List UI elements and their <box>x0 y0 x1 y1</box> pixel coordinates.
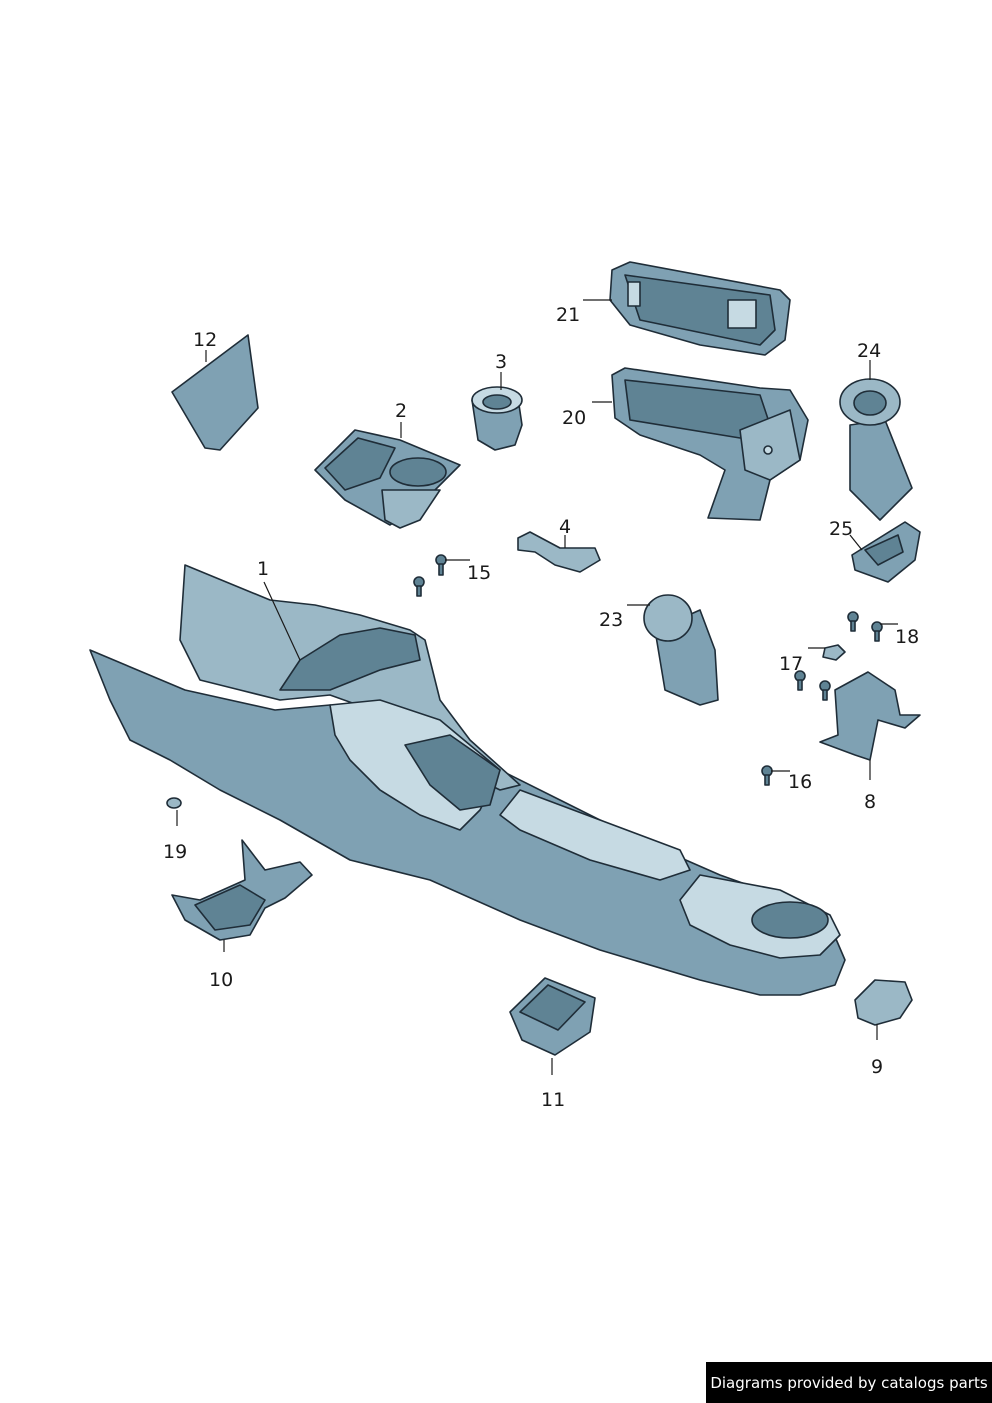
callout-18: 18 <box>895 626 920 648</box>
callout-8: 8 <box>864 791 877 813</box>
part-19-plug <box>166 797 182 809</box>
screw-17a <box>794 670 806 691</box>
callout-9: 9 <box>871 1056 884 1078</box>
callout-24: 24 <box>857 340 882 362</box>
callout-4: 4 <box>559 516 572 538</box>
part-20-armrest-base <box>611 367 809 521</box>
screw-15a <box>435 554 447 576</box>
part-1-center-console <box>89 564 846 996</box>
callout-25: 25 <box>829 518 854 540</box>
screw-17b <box>819 680 831 701</box>
callout-16: 16 <box>788 771 813 793</box>
leader-lines <box>176 299 898 1075</box>
part-23-knob-holder <box>643 594 719 706</box>
part-8-support-bracket <box>819 671 921 761</box>
callout-23: 23 <box>599 609 624 631</box>
watermark-banner: Diagrams provided by catalogs parts <box>706 1362 992 1403</box>
callout-12: 12 <box>193 329 218 351</box>
screw-15b <box>413 576 425 597</box>
callout-17: 17 <box>779 653 804 675</box>
callout-20: 20 <box>562 407 587 429</box>
callout-11: 11 <box>541 1089 566 1111</box>
part-3-cup-insert <box>471 386 523 451</box>
callout-2: 2 <box>395 400 408 422</box>
part-24-holder <box>839 378 913 521</box>
callout-1: 1 <box>257 558 270 580</box>
part-21-armrest-top <box>609 261 791 356</box>
part-11-storage-box <box>509 977 596 1056</box>
callout-21: 21 <box>556 304 581 326</box>
part-4-bracket <box>517 531 601 573</box>
nut-17 <box>822 644 846 661</box>
callout-10: 10 <box>209 969 234 991</box>
callout-15: 15 <box>467 562 492 584</box>
screw-18b <box>871 621 883 642</box>
callout-3: 3 <box>495 351 508 373</box>
screw-18a <box>847 611 859 632</box>
part-25-clip <box>851 521 921 583</box>
part-9-cap <box>854 979 913 1026</box>
part-2-cup-tray <box>314 429 461 529</box>
screws <box>413 554 883 786</box>
part-12-cover-panel <box>171 334 259 451</box>
part-10-lower-bracket <box>171 839 313 941</box>
screw-16 <box>761 765 773 786</box>
callout-19: 19 <box>163 841 188 863</box>
